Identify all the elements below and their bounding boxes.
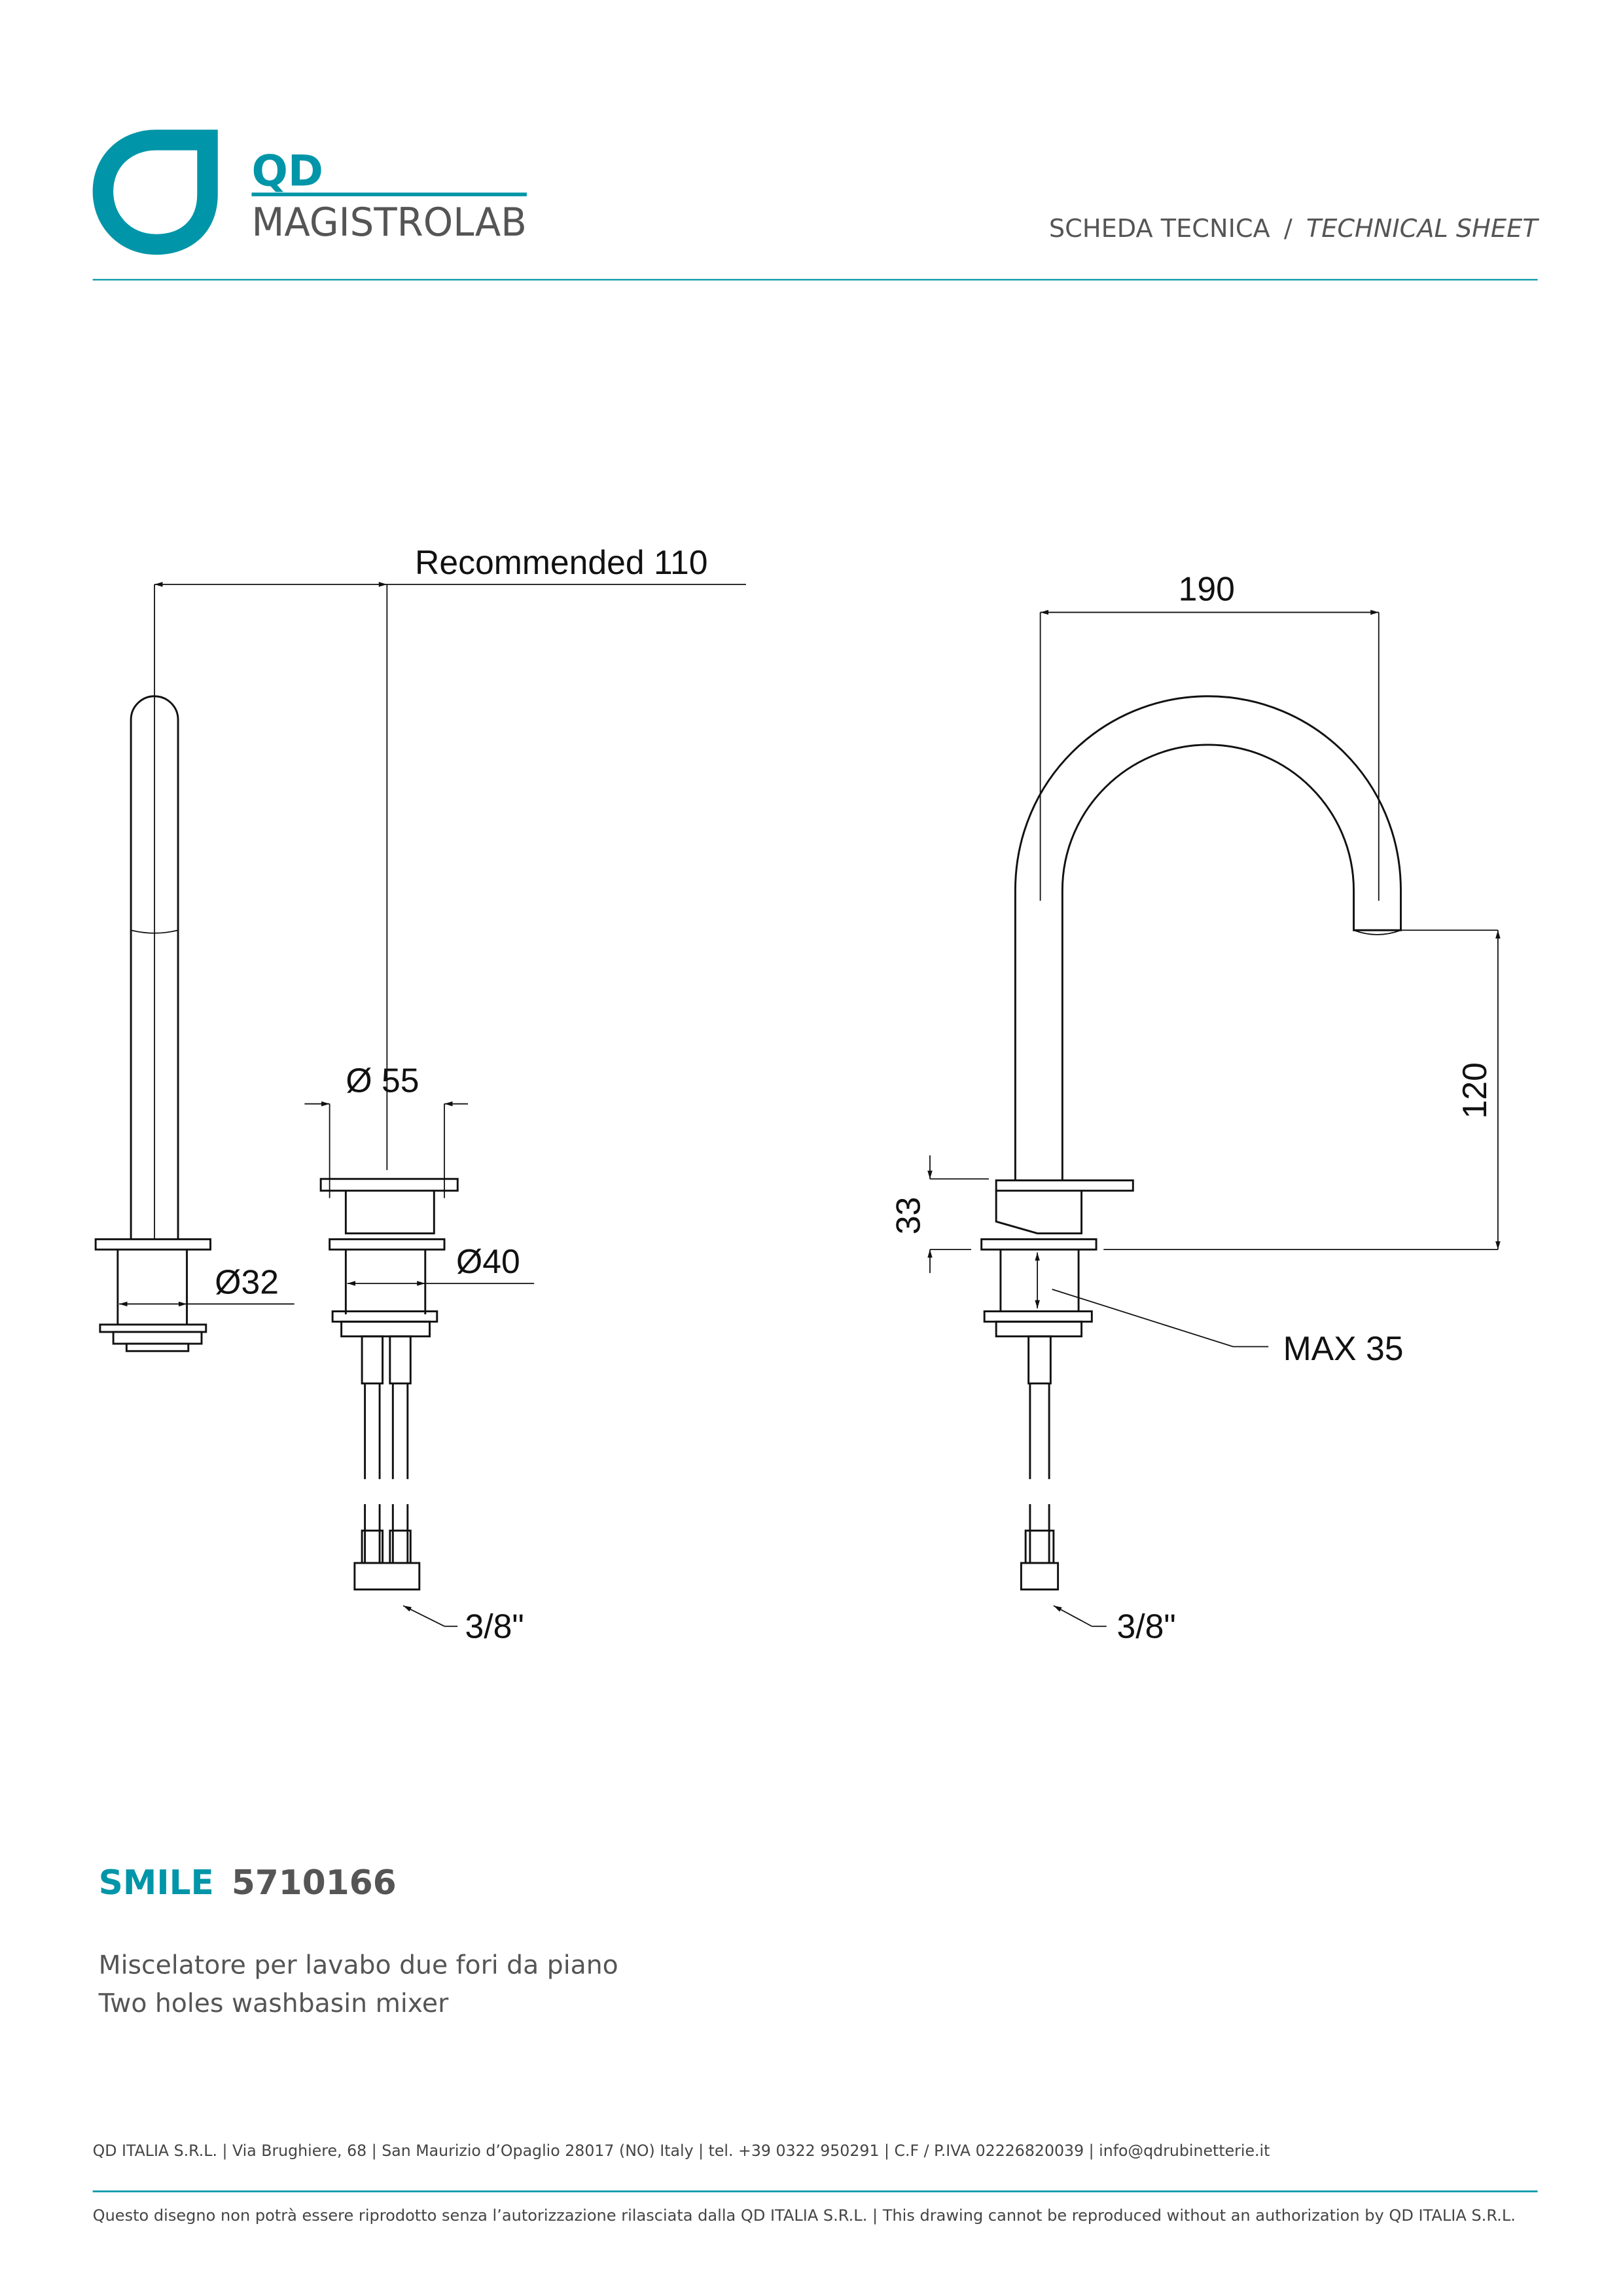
handle-side-view: Ø 55 Ø40 3/8" [304,584,535,1645]
footer-disclaimer: Questo disegno non potrà essere riprodot… [93,2206,1516,2225]
dim-d32: Ø32 [215,1263,279,1301]
logo-magistrolab: MAGISTROLAB [251,200,526,245]
spout-side-view: Ø32 [94,584,294,1352]
header-separator: / [1284,215,1293,243]
dim-height-120: 120 [1455,1062,1493,1119]
product-name: SMILE [99,1863,214,1903]
dim-max35: MAX 35 [1283,1329,1404,1367]
product-desc-it: Miscelatore per lavabo due fori da piano [99,1950,618,1980]
company-logo: QD MAGISTROLAB [92,130,527,255]
dim-recommended: Recommended 110 [154,543,746,587]
dim-connection-left: 3/8" [465,1607,524,1645]
footer-company-info: QD ITALIA S.R.L. | Via Brughiere, 68 | S… [93,2142,1270,2160]
product-info: SMILE 5710166 Miscelatore per lavabo due… [98,1863,618,2018]
product-desc-en: Two holes washbasin mixer [98,1988,449,2018]
dim-recommended-label: Recommended 110 [415,543,707,581]
logo-drop-icon [92,130,218,255]
dim-connection-right: 3/8" [1117,1607,1176,1645]
logo-qd: QD [251,147,323,196]
header-title-it: SCHEDA TECNICA [1049,215,1270,243]
header-title-en: TECHNICAL SHEET [1306,215,1539,243]
sheet-footer: QD ITALIA S.R.L. | Via Brughiere, 68 | S… [93,2142,1538,2225]
dim-d40: Ø40 [456,1242,520,1280]
dim-width-190: 190 [1179,570,1235,608]
svg-text:SCHEDA TECNICA / T: SCHEDA TECNICA / TECHNICAL SHEET [1049,215,1539,243]
dim-height-33: 33 [889,1197,927,1235]
svg-text:SMILE 5710166: SMILE 5710166 [99,1863,397,1903]
dim-d55: Ø 55 [346,1062,419,1100]
mixer-front-view: 190 120 33 MAX 35 3/8" [889,570,1501,1645]
product-code: 5710166 [232,1863,397,1903]
sheet-header: SCHEDA TECNICA / TECHNICAL SHEET [92,215,1539,281]
